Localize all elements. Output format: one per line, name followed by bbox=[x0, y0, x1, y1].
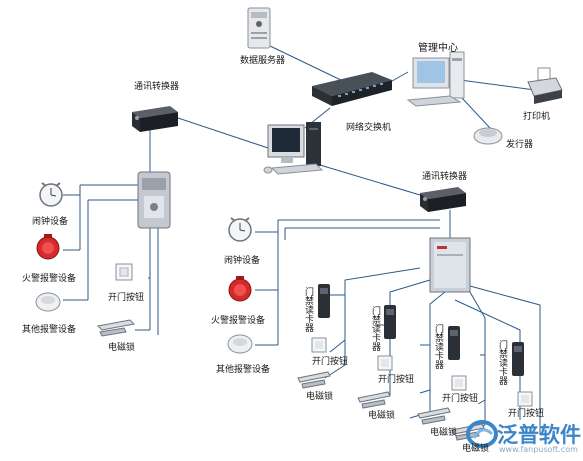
reader-4-icon bbox=[512, 342, 524, 376]
converter-left-icon bbox=[132, 106, 178, 132]
open-button-4-icon bbox=[517, 391, 533, 407]
maglock-3-icon bbox=[417, 407, 451, 425]
maglock-3-label: 电磁锁 bbox=[430, 428, 458, 438]
maglock-1-icon bbox=[297, 371, 331, 389]
reader-2-icon bbox=[384, 305, 396, 339]
reader-4-label: 门禁读卡器 bbox=[497, 340, 507, 385]
fire-alarm-right-label: 火警报警设备 bbox=[211, 316, 266, 326]
open-button-2-label: 开门按钮 bbox=[378, 375, 415, 385]
converter-right-label: 通讯转换器 bbox=[422, 172, 468, 182]
open-button-3-label: 开门按钮 bbox=[442, 394, 479, 404]
watermark-brand: 泛普软件 bbox=[497, 423, 581, 447]
watermark: 泛普软件 www.fanpusoft.com bbox=[465, 419, 581, 459]
other-alarm-left-label: 其他报警设备 bbox=[22, 325, 77, 335]
other-alarm-right-label: 其他报警设备 bbox=[216, 365, 271, 375]
management-center-icon bbox=[406, 51, 465, 107]
client-pc-icon bbox=[263, 122, 324, 175]
reader-1-label: 门禁读卡器 bbox=[303, 287, 313, 332]
watermark-url: www.fanpusoft.com bbox=[499, 445, 578, 454]
reader-2-label: 门禁读卡器 bbox=[370, 306, 380, 351]
alarm-bell-right-label: 闹钟设备 bbox=[224, 256, 261, 266]
printer-icon bbox=[527, 67, 563, 104]
data-server-label: 数据服务器 bbox=[240, 56, 286, 66]
card-issuer-label: 发行器 bbox=[506, 140, 534, 150]
alarm-bell-left-icon bbox=[39, 182, 63, 207]
fire-alarm-right-icon bbox=[228, 276, 252, 302]
maglock-1-label: 电磁锁 bbox=[306, 392, 334, 402]
data-server-icon bbox=[247, 7, 271, 49]
fire-alarm-left-label: 火警报警设备 bbox=[22, 274, 77, 284]
management-center-label: 管理中心 bbox=[418, 43, 458, 54]
maglock-2-label: 电磁锁 bbox=[368, 411, 396, 421]
converter-right-icon bbox=[420, 187, 466, 212]
other-alarm-left-icon bbox=[35, 292, 61, 312]
controller-left-icon bbox=[137, 171, 171, 229]
network-switch-icon bbox=[312, 72, 392, 106]
open-button-left-icon bbox=[115, 263, 133, 281]
watermark-logo-icon bbox=[466, 420, 498, 448]
fire-alarm-left-icon bbox=[36, 234, 60, 260]
alarm-bell-right-icon bbox=[228, 217, 252, 242]
maglock-left-label: 电磁锁 bbox=[108, 343, 136, 353]
open-button-4-label: 开门按钮 bbox=[508, 409, 545, 419]
other-alarm-right-icon bbox=[227, 334, 253, 354]
maglock-4-label: 电磁锁 bbox=[462, 444, 490, 454]
reader-3-label: 门禁读卡器 bbox=[433, 324, 443, 369]
card-issuer-icon bbox=[473, 127, 503, 145]
reader-3-icon bbox=[448, 326, 460, 360]
open-button-1-label: 开门按钮 bbox=[312, 357, 349, 367]
open-button-left-label: 开门按钮 bbox=[108, 293, 145, 303]
open-button-1-icon bbox=[311, 337, 327, 353]
printer-label: 打印机 bbox=[523, 112, 551, 122]
alarm-bell-left-label: 闹钟设备 bbox=[32, 217, 69, 227]
converter-left-label: 通讯转换器 bbox=[134, 82, 180, 92]
open-button-3-icon bbox=[451, 375, 467, 391]
open-button-2-icon bbox=[377, 355, 393, 371]
maglock-2-icon bbox=[357, 391, 391, 409]
maglock-left-icon bbox=[96, 319, 136, 337]
network-switch-label: 网络交换机 bbox=[346, 123, 392, 133]
reader-1-icon bbox=[318, 284, 330, 318]
controller-right-icon bbox=[429, 237, 471, 293]
